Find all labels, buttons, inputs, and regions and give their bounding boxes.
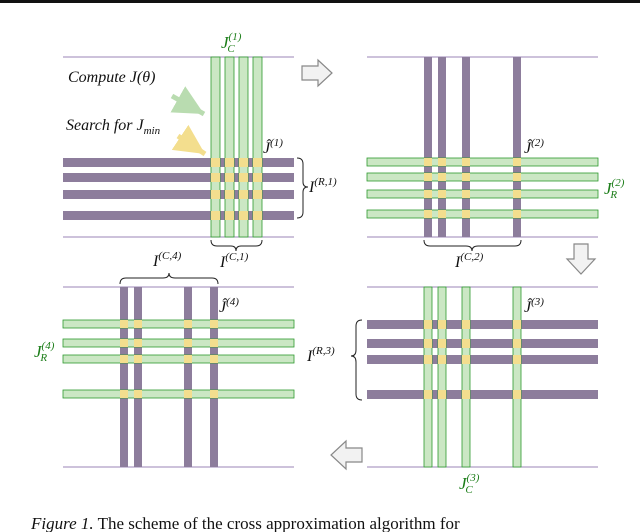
search-arrow bbox=[171, 124, 207, 157]
panel-2: Ĵ(2) J(2)R I(C,2) bbox=[366, 56, 625, 271]
panel-3-jhat: Ĵ(3) bbox=[524, 296, 544, 316]
panel-1-green-label: J(1)C bbox=[221, 31, 242, 55]
caption-label: Figure 1. bbox=[31, 514, 94, 532]
panel-3-purple-rows bbox=[367, 320, 598, 399]
search-annotation: Search for Jmin bbox=[66, 117, 161, 137]
panel-4-column-bracket bbox=[119, 272, 219, 285]
down-arrow bbox=[565, 243, 597, 275]
panel-4-index-label: I(C,4) bbox=[152, 250, 182, 270]
panel-3-side-label: I(R,3) bbox=[306, 345, 335, 365]
panel-3: Ĵ(3) J(3)C bbox=[367, 286, 598, 496]
panel-1-jhat: Ĵ(1) bbox=[263, 137, 283, 157]
panel-4-jhat: Ĵ(4) bbox=[219, 296, 239, 316]
caption-text: The scheme of the cross approximation al… bbox=[93, 514, 460, 532]
panel-4-intersections bbox=[120, 320, 218, 398]
panel-3-green-label: J(3)C bbox=[459, 472, 480, 496]
panel-2-green-rows bbox=[366, 157, 599, 219]
panel-2-column-bracket bbox=[423, 239, 522, 252]
panel-1-green-columns bbox=[210, 56, 263, 238]
compute-arrow bbox=[170, 86, 206, 117]
panel-1: Compute J(θ) Search for Jmin J(1)C Ĵ(1) … bbox=[63, 31, 337, 271]
panel-3-row-bracket bbox=[350, 319, 363, 401]
panel-4-green-rows bbox=[62, 319, 295, 399]
panel-4-purple-columns bbox=[120, 287, 218, 467]
panel-2-purple-columns bbox=[424, 57, 521, 237]
panel-2-jhat: Ĵ(2) bbox=[524, 137, 544, 157]
panel-1-side-label: I(R,1) bbox=[308, 176, 337, 196]
panel-1-index-label: I(C,1) bbox=[219, 251, 249, 271]
figure: Compute J(θ) Search for Jmin J(1)C Ĵ(1) … bbox=[34, 31, 625, 496]
panel-2-green-label: J(2)R bbox=[604, 177, 625, 201]
panel-4-green-label: J(4)R bbox=[34, 340, 55, 364]
panel-1-intersections bbox=[211, 158, 262, 220]
panel-3-intersections bbox=[424, 320, 521, 399]
panel-3-green-columns bbox=[423, 286, 522, 468]
panel-1-purple-rows bbox=[63, 158, 294, 220]
top-rule bbox=[0, 0, 640, 3]
panel-4: I(C,4) Ĵ(4) J(4)R I(R,3) bbox=[34, 250, 363, 468]
compute-annotation: Compute J(θ) bbox=[68, 69, 155, 86]
panel-1-row-bracket bbox=[296, 157, 309, 219]
right-arrow bbox=[301, 58, 333, 88]
panel-1-column-bracket bbox=[210, 239, 263, 252]
left-arrow bbox=[330, 439, 363, 471]
figure-caption: Figure 1. The scheme of the cross approx… bbox=[31, 514, 631, 532]
panel-2-index-label: I(C,2) bbox=[454, 251, 484, 271]
panel-2-intersections bbox=[424, 158, 521, 218]
